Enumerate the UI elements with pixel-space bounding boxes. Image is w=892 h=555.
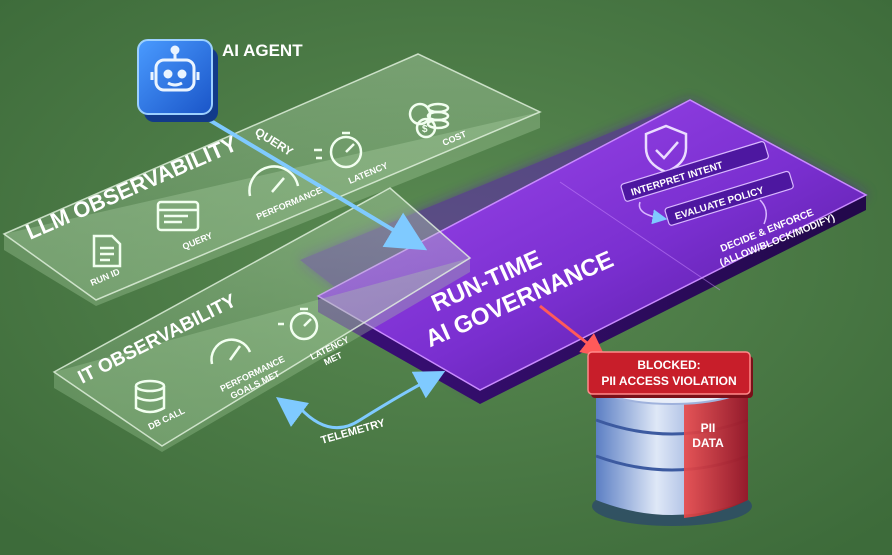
blocked-banner: BLOCKED: PII ACCESS VIOLATION [587,351,753,398]
browser-window-icon [156,200,200,232]
gauge-icon-it [210,338,252,365]
database-icon [134,379,166,414]
ai-agent-label: AI AGENT [222,41,303,60]
pii-label-line1: PII [701,421,716,435]
coins-icon: $ [408,102,450,139]
document-icon [92,234,122,268]
ai-agent: AI AGENT [137,39,303,122]
stopwatch-icon-it [278,307,319,341]
stopwatch-icon [314,131,363,169]
pii-slice [684,384,748,518]
blocked-banner-line1: BLOCKED: [637,358,700,372]
step-connector-2 [759,199,767,225]
llm-observability-panel [2,53,542,306]
step-connector-1 [638,201,668,225]
governance-platform [300,99,868,404]
gauge-icon [248,165,300,197]
pii-label-line2: DATA [692,436,724,450]
blocked-banner-line2: PII ACCESS VIOLATION [601,374,736,388]
telemetry-arrow [298,370,446,430]
svg-text:$: $ [422,124,428,135]
robot-icon [150,45,200,92]
telemetry-arrow-back [276,397,309,427]
blocked-arrow [539,304,606,358]
query-arrow [194,110,428,251]
